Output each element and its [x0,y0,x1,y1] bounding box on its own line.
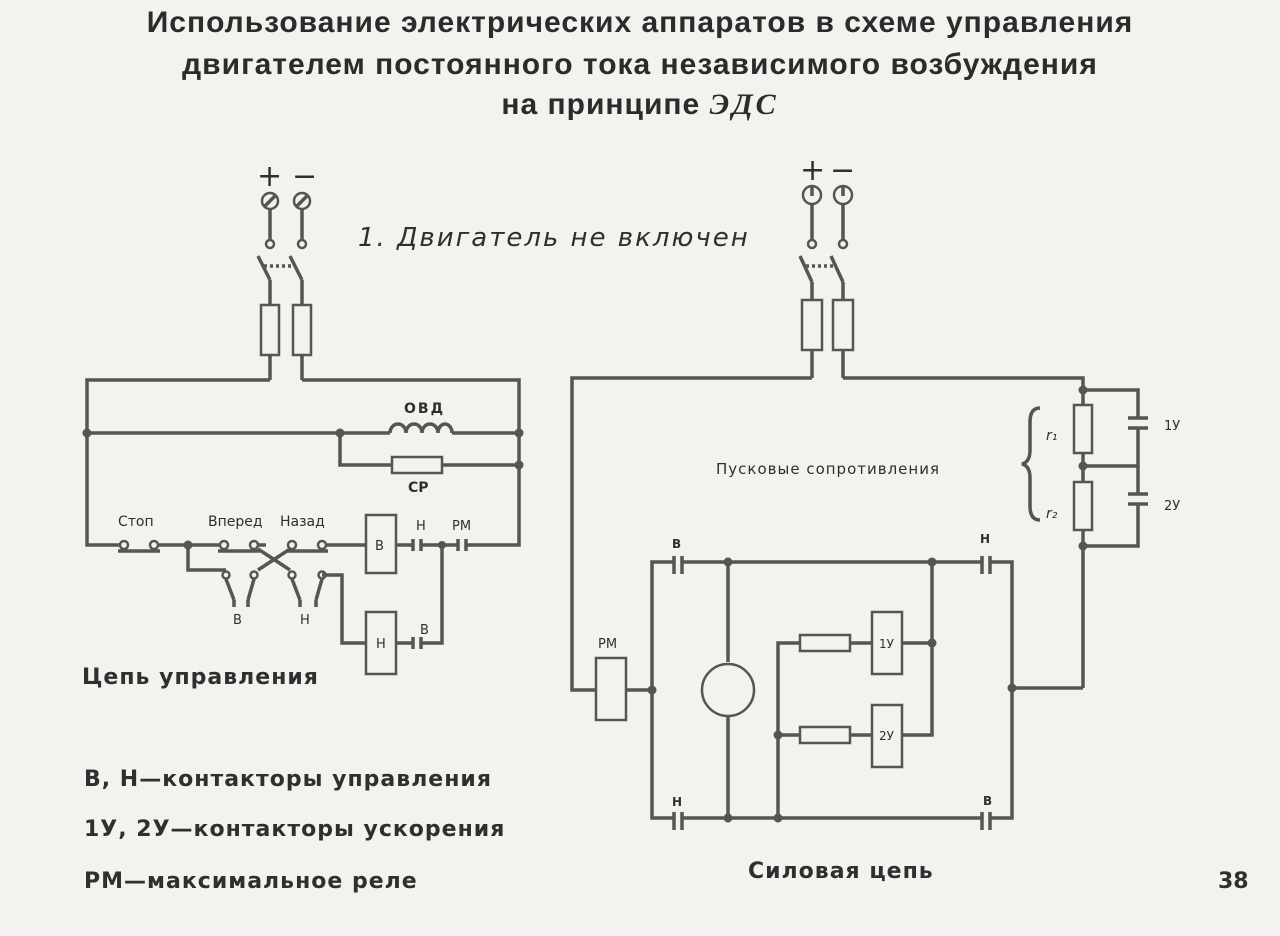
resistor-r2 [1072,480,1094,532]
r1-label: r₁ [1046,428,1057,444]
control-switch-blade-right [288,255,304,281]
accel-resistor-2 [798,725,852,745]
switch-n-label: Н [300,613,310,628]
control-circuit: + − ОВД СР [82,159,524,690]
ovd-label: ОВД [404,401,445,417]
r2-label: r₂ [1046,506,1058,522]
contact-n-label: Н [416,519,426,534]
top-n-contact-label: Н [980,532,990,546]
diagram-caption: 1. Двигатель не включен [358,223,750,253]
control-switch-blade-left [256,255,272,281]
coil-v [364,513,398,575]
legend-item-contactors-acceleration: 1У, 2У—контакторы ускорения [84,817,505,842]
control-fuse-right [291,303,313,357]
contact-v-label: В [420,623,429,638]
power-switch-blade-right [829,255,845,283]
power-switch-blade-left [798,255,814,283]
title-line-1: Использование электрических аппаратов в … [146,6,1134,39]
title-line-3: на принципе ЭДС [0,88,1280,122]
control-left-bus [85,378,270,547]
rm-label: РМ [598,637,617,652]
sr-label: СР [408,480,429,496]
legend: В, Н—контакторы управления 1У, 2У—контак… [84,767,505,894]
bottom-v-contact-label: В [983,794,992,808]
legend-item-max-relay: РМ—максимальное реле [84,869,418,894]
page-number: 38 [1218,869,1249,894]
sr-resistor [390,455,444,475]
top-v-contact-label: В [672,537,681,551]
power-circuit: + − r₁ r₂ 1У [570,153,1180,884]
title-line-2: двигателем постоянного тока независимого… [182,48,1098,81]
start-resistances-label: Пусковые сопротивления [716,460,940,478]
box-1u-label: 1У [879,637,895,651]
box-2u-label: 2У [879,729,895,743]
power-minus-sign: − [830,153,855,188]
power-fuse-left [800,298,824,352]
back-button-label: Назад [280,514,325,530]
control-minus-sign: − [292,159,317,194]
contact-2u-label: 2У [1164,499,1180,514]
resistance-brace [1021,406,1041,522]
resistor-r1 [1072,403,1094,455]
title-line-3-italic: ЭДС [709,88,779,121]
control-fuse-left [259,303,281,357]
switch-v-label: В [233,613,242,628]
control-circuit-label: Цепь управления [82,665,319,690]
bridge-left-side [650,560,674,820]
power-circuit-label: Силовая цепь [748,859,934,884]
coil-v-label: В [375,539,384,554]
power-plus-sign: + [800,153,825,188]
title-line-3-prefix: на принципе [501,88,701,121]
legend-item-contactors-control: В, Н—контакторы управления [84,767,492,792]
stop-button-label: Стоп [118,514,154,530]
coil-n-label: Н [376,637,386,652]
bottom-n-contact-label: Н [672,795,682,809]
power-fuse-right [831,298,855,352]
control-plus-sign: + [257,159,282,194]
contact-rm-label: РМ [452,519,471,534]
ovd-field-winding [388,422,454,434]
forward-button-label: Вперед [208,514,263,530]
accel-resistor-1 [798,633,852,653]
max-relay-rm [594,656,628,722]
contact-1u-label: 1У [1164,419,1180,434]
motor-armature [700,662,756,718]
